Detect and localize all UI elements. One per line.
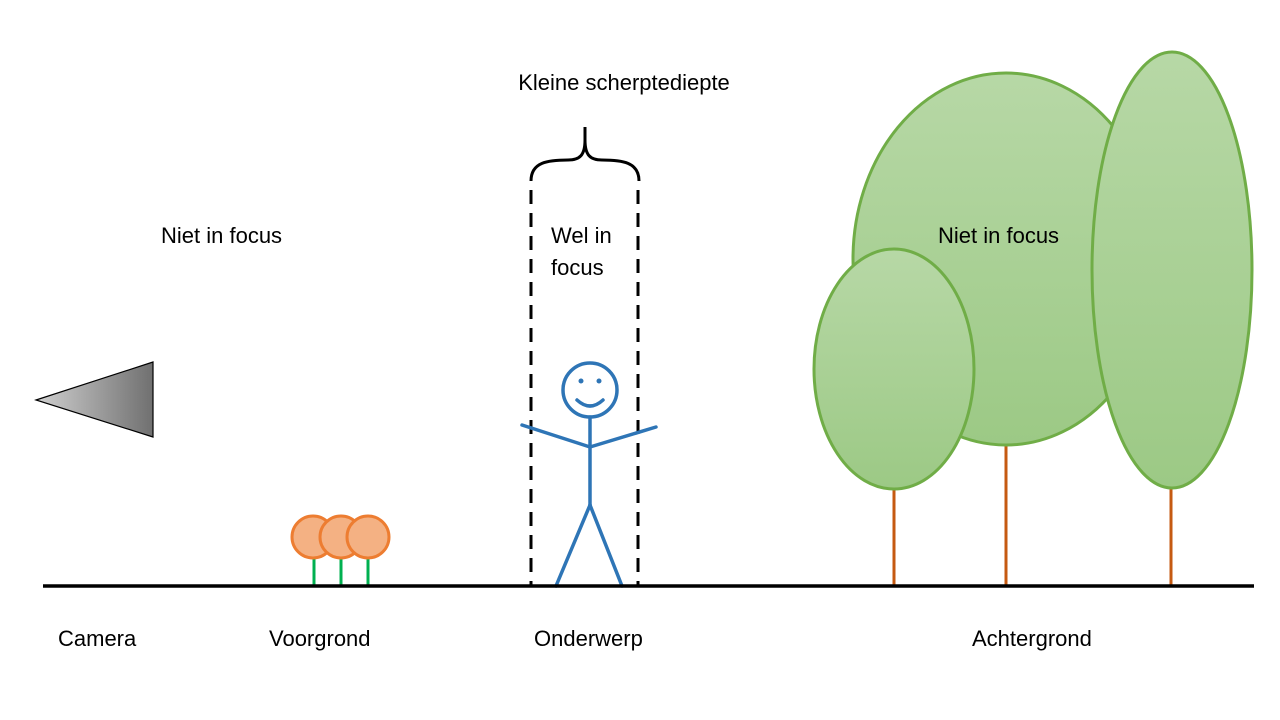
figure-arm-right	[588, 425, 658, 449]
eye-icon	[596, 378, 602, 384]
eye-icon	[578, 378, 584, 384]
tree-crown-small	[812, 247, 976, 491]
depth-brace	[529, 127, 641, 182]
label-in-focus-line2: focus	[551, 255, 604, 280]
label-right-out-of-focus: Niet in focus	[938, 223, 1059, 248]
figure-arm-left	[520, 423, 592, 449]
camera-icon	[34, 361, 154, 438]
figure-leg-left	[554, 503, 592, 588]
label-subject: Onderwerp	[534, 626, 643, 651]
head-icon	[561, 361, 619, 419]
smile-icon	[575, 398, 605, 408]
label-foreground: Voorgrond	[269, 626, 371, 651]
label-in-focus-line1: Wel in	[551, 223, 612, 248]
foreground-flowers	[290, 514, 391, 586]
label-left-out-of-focus: Niet in focus	[161, 223, 282, 248]
diagram-title: Kleine scherptediepte	[518, 70, 730, 95]
background-trees	[812, 50, 1254, 586]
figure-leg-right	[588, 503, 624, 588]
flower-head	[345, 514, 391, 560]
label-background: Achtergrond	[972, 626, 1092, 651]
subject-stick-figure	[520, 361, 658, 588]
tree-crown-tall	[1090, 50, 1254, 490]
label-camera: Camera	[58, 626, 137, 651]
